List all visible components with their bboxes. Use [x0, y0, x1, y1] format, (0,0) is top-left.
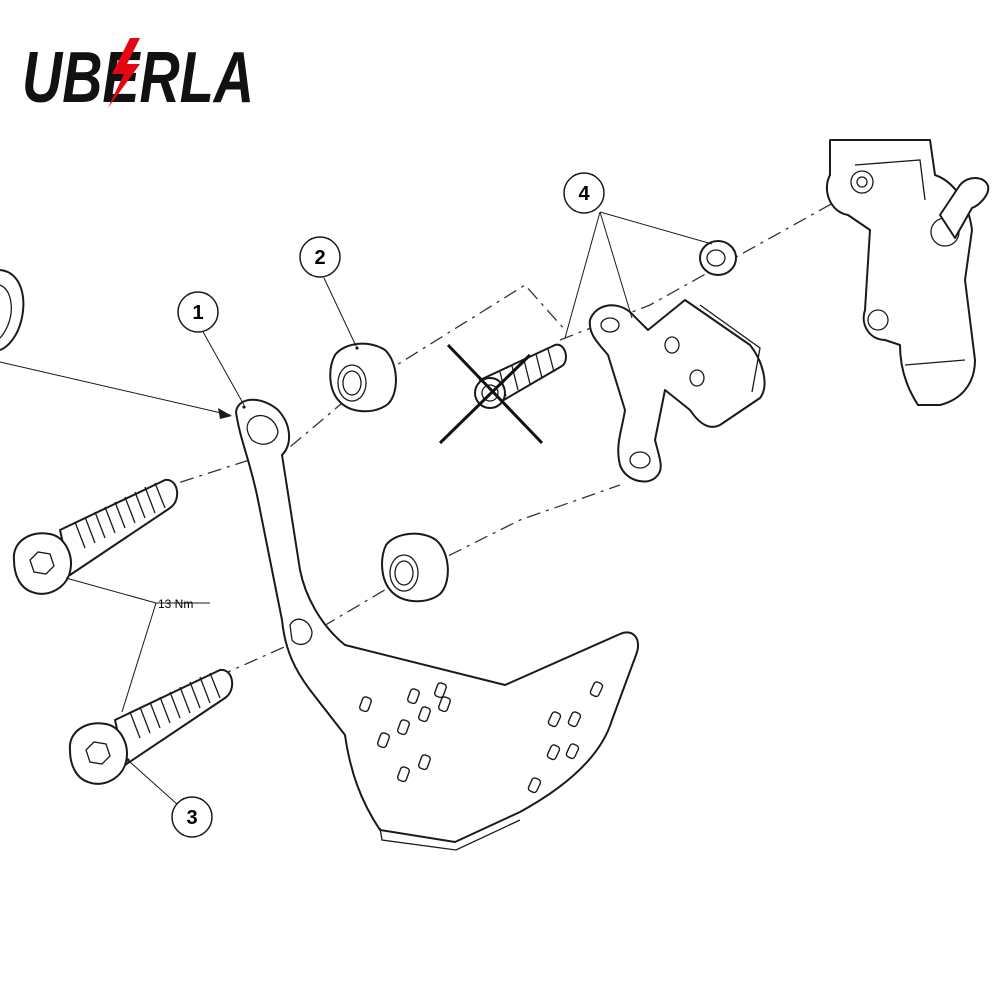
callout-4: 4 [563, 172, 605, 214]
washer [699, 240, 737, 276]
callout-1: 1 [177, 291, 219, 333]
spacer-lower [381, 532, 449, 603]
callout-2: 2 [299, 236, 341, 278]
logo-text: UBERLA [22, 38, 254, 118]
bracket-plate [235, 398, 639, 851]
bracket-vent-slots [358, 681, 604, 794]
brake-lever-arm [588, 299, 766, 483]
bolt-lower [68, 668, 234, 785]
crossout-mark-icon [438, 343, 544, 445]
svg-text:1: 1 [192, 302, 203, 324]
callout-3: 3 [171, 796, 213, 838]
removed-screw [474, 343, 567, 409]
brand-logo: UBERLA [22, 38, 254, 118]
edge-ring-fragment [0, 269, 25, 351]
spacer-upper [329, 342, 397, 413]
torque-label: 13 Nm [158, 597, 193, 611]
svg-text:3: 3 [186, 807, 197, 829]
bolt-upper [12, 478, 179, 595]
leader-lines [0, 211, 713, 806]
master-cylinder [825, 139, 990, 406]
svg-text:2: 2 [314, 247, 325, 269]
logo-lightning-icon [108, 38, 140, 108]
assembly-axes [124, 187, 861, 701]
svg-text:4: 4 [578, 183, 590, 205]
